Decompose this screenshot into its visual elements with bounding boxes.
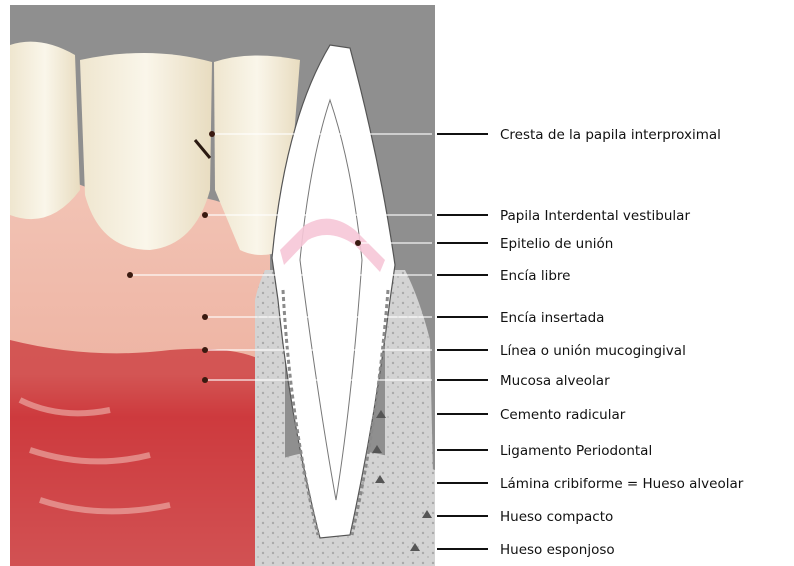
tooth-left-crown [10,42,80,219]
label-hueso-esponjoso: Hueso esponjoso [500,542,615,558]
label-epitelio-union: Epitelio de unión [500,236,613,252]
label-ligamento-periodontal: Ligamento Periodontal [500,443,652,459]
illustration [10,5,435,566]
label-papila-interdental: Papila Interdental vestibular [500,208,690,224]
tooth-center-crown [80,53,212,250]
label-encia-insertada: Encía insertada [500,310,604,326]
label-lamina-cribiforme: Lámina cribiforme = Hueso alveolar [500,476,744,492]
leader-lines [437,134,488,549]
label-linea-mucogingival: Línea o unión mucogingival [500,343,686,359]
label-cresta-papila: Cresta de la papila interproximal [500,127,721,143]
labels: Cresta de la papila interproximal Papila… [500,127,744,558]
label-encia-libre: Encía libre [500,268,570,284]
label-cemento-radicular: Cemento radicular [500,407,626,423]
label-mucosa-alveolar: Mucosa alveolar [500,373,610,389]
label-hueso-compacto: Hueso compacto [500,509,613,525]
